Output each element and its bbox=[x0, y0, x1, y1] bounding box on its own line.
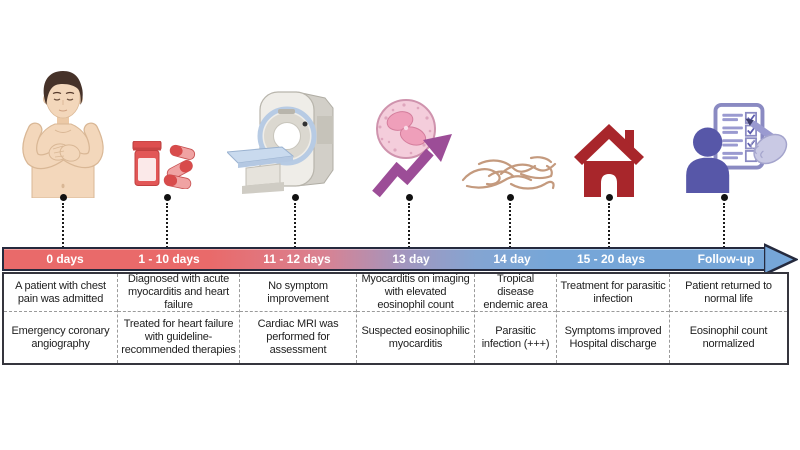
patient-chest-pain-icon bbox=[10, 66, 116, 198]
stage-column: Patient returned to normal life Eosinoph… bbox=[670, 274, 787, 363]
stage-column: Diagnosed with acute myocarditis and hea… bbox=[118, 273, 240, 363]
connector-line bbox=[608, 203, 610, 248]
time-label: 11 - 12 days bbox=[263, 252, 331, 266]
connector-line bbox=[62, 203, 64, 248]
eosinophil-rising-icon bbox=[366, 96, 458, 198]
stage-action: Symptoms improved Hospital discharge bbox=[564, 324, 662, 350]
connector-dot bbox=[405, 194, 413, 201]
connector-dot bbox=[291, 194, 299, 201]
stage-event: Treatment for parasitic infection bbox=[557, 274, 669, 312]
connector-line bbox=[509, 203, 511, 248]
timeline-arrowhead-icon bbox=[764, 243, 798, 276]
stage-action: Emergency coronary angiography bbox=[11, 324, 110, 350]
stage-event: Patient returned to normal life bbox=[670, 274, 787, 312]
stage-event: A patient with chest pain was admitted bbox=[4, 274, 117, 312]
stage-action: Cardiac MRI was performed for assessment bbox=[257, 318, 339, 356]
time-label: 13 day bbox=[392, 252, 430, 266]
time-label: 15 - 20 days bbox=[576, 252, 646, 266]
connector-line bbox=[166, 203, 168, 248]
followup-checklist-icon bbox=[681, 103, 795, 193]
parasitic-worms-icon bbox=[461, 150, 559, 196]
time-label: 0 days bbox=[46, 252, 84, 266]
stage-event: Diagnosed with acute myocarditis and hea… bbox=[118, 273, 239, 312]
stage-action: Treated for heart failure with guideline… bbox=[121, 318, 236, 356]
stage-event: No symptom improvement bbox=[240, 274, 356, 312]
connector-dot bbox=[59, 194, 67, 201]
stage-event: Tropical disease endemic area bbox=[475, 273, 556, 312]
stage-column: Treatment for parasitic infection Sympto… bbox=[557, 274, 670, 363]
time-label: Follow-up bbox=[697, 252, 755, 266]
connector-dot bbox=[720, 194, 728, 201]
stage-action: Parasitic infection (+++) bbox=[481, 324, 550, 350]
connector-line bbox=[723, 203, 725, 248]
connector-dot bbox=[506, 194, 514, 201]
timeline-bar: 0 days 1 - 10 days 11 - 12 days 13 day 1… bbox=[2, 247, 768, 271]
stage-column: Tropical disease endemic area Parasitic … bbox=[475, 273, 557, 363]
time-label: 1 - 10 days bbox=[138, 252, 200, 266]
stage-column: No symptom improvement Cardiac MRI was p… bbox=[240, 274, 357, 363]
stage-column: A patient with chest pain was admitted E… bbox=[4, 274, 118, 363]
connector-dot bbox=[605, 194, 613, 201]
stage-action: Eosinophil count normalized bbox=[689, 324, 768, 350]
stage-table: A patient with chest pain was admitted E… bbox=[2, 272, 789, 365]
connector-dot bbox=[163, 194, 171, 201]
stage-action: Suspected eosinophilic myocarditis bbox=[361, 324, 470, 350]
connector-line bbox=[294, 203, 296, 248]
house-discharge-icon bbox=[573, 123, 645, 197]
medication-bottle-icon bbox=[130, 141, 204, 189]
stage-column: Myocarditis on imaging with elevated eos… bbox=[357, 273, 475, 363]
connector-line bbox=[408, 203, 410, 248]
mri-scanner-icon bbox=[227, 86, 349, 198]
stage-event: Myocarditis on imaging with elevated eos… bbox=[357, 273, 474, 312]
time-label: 14 day bbox=[493, 252, 531, 266]
